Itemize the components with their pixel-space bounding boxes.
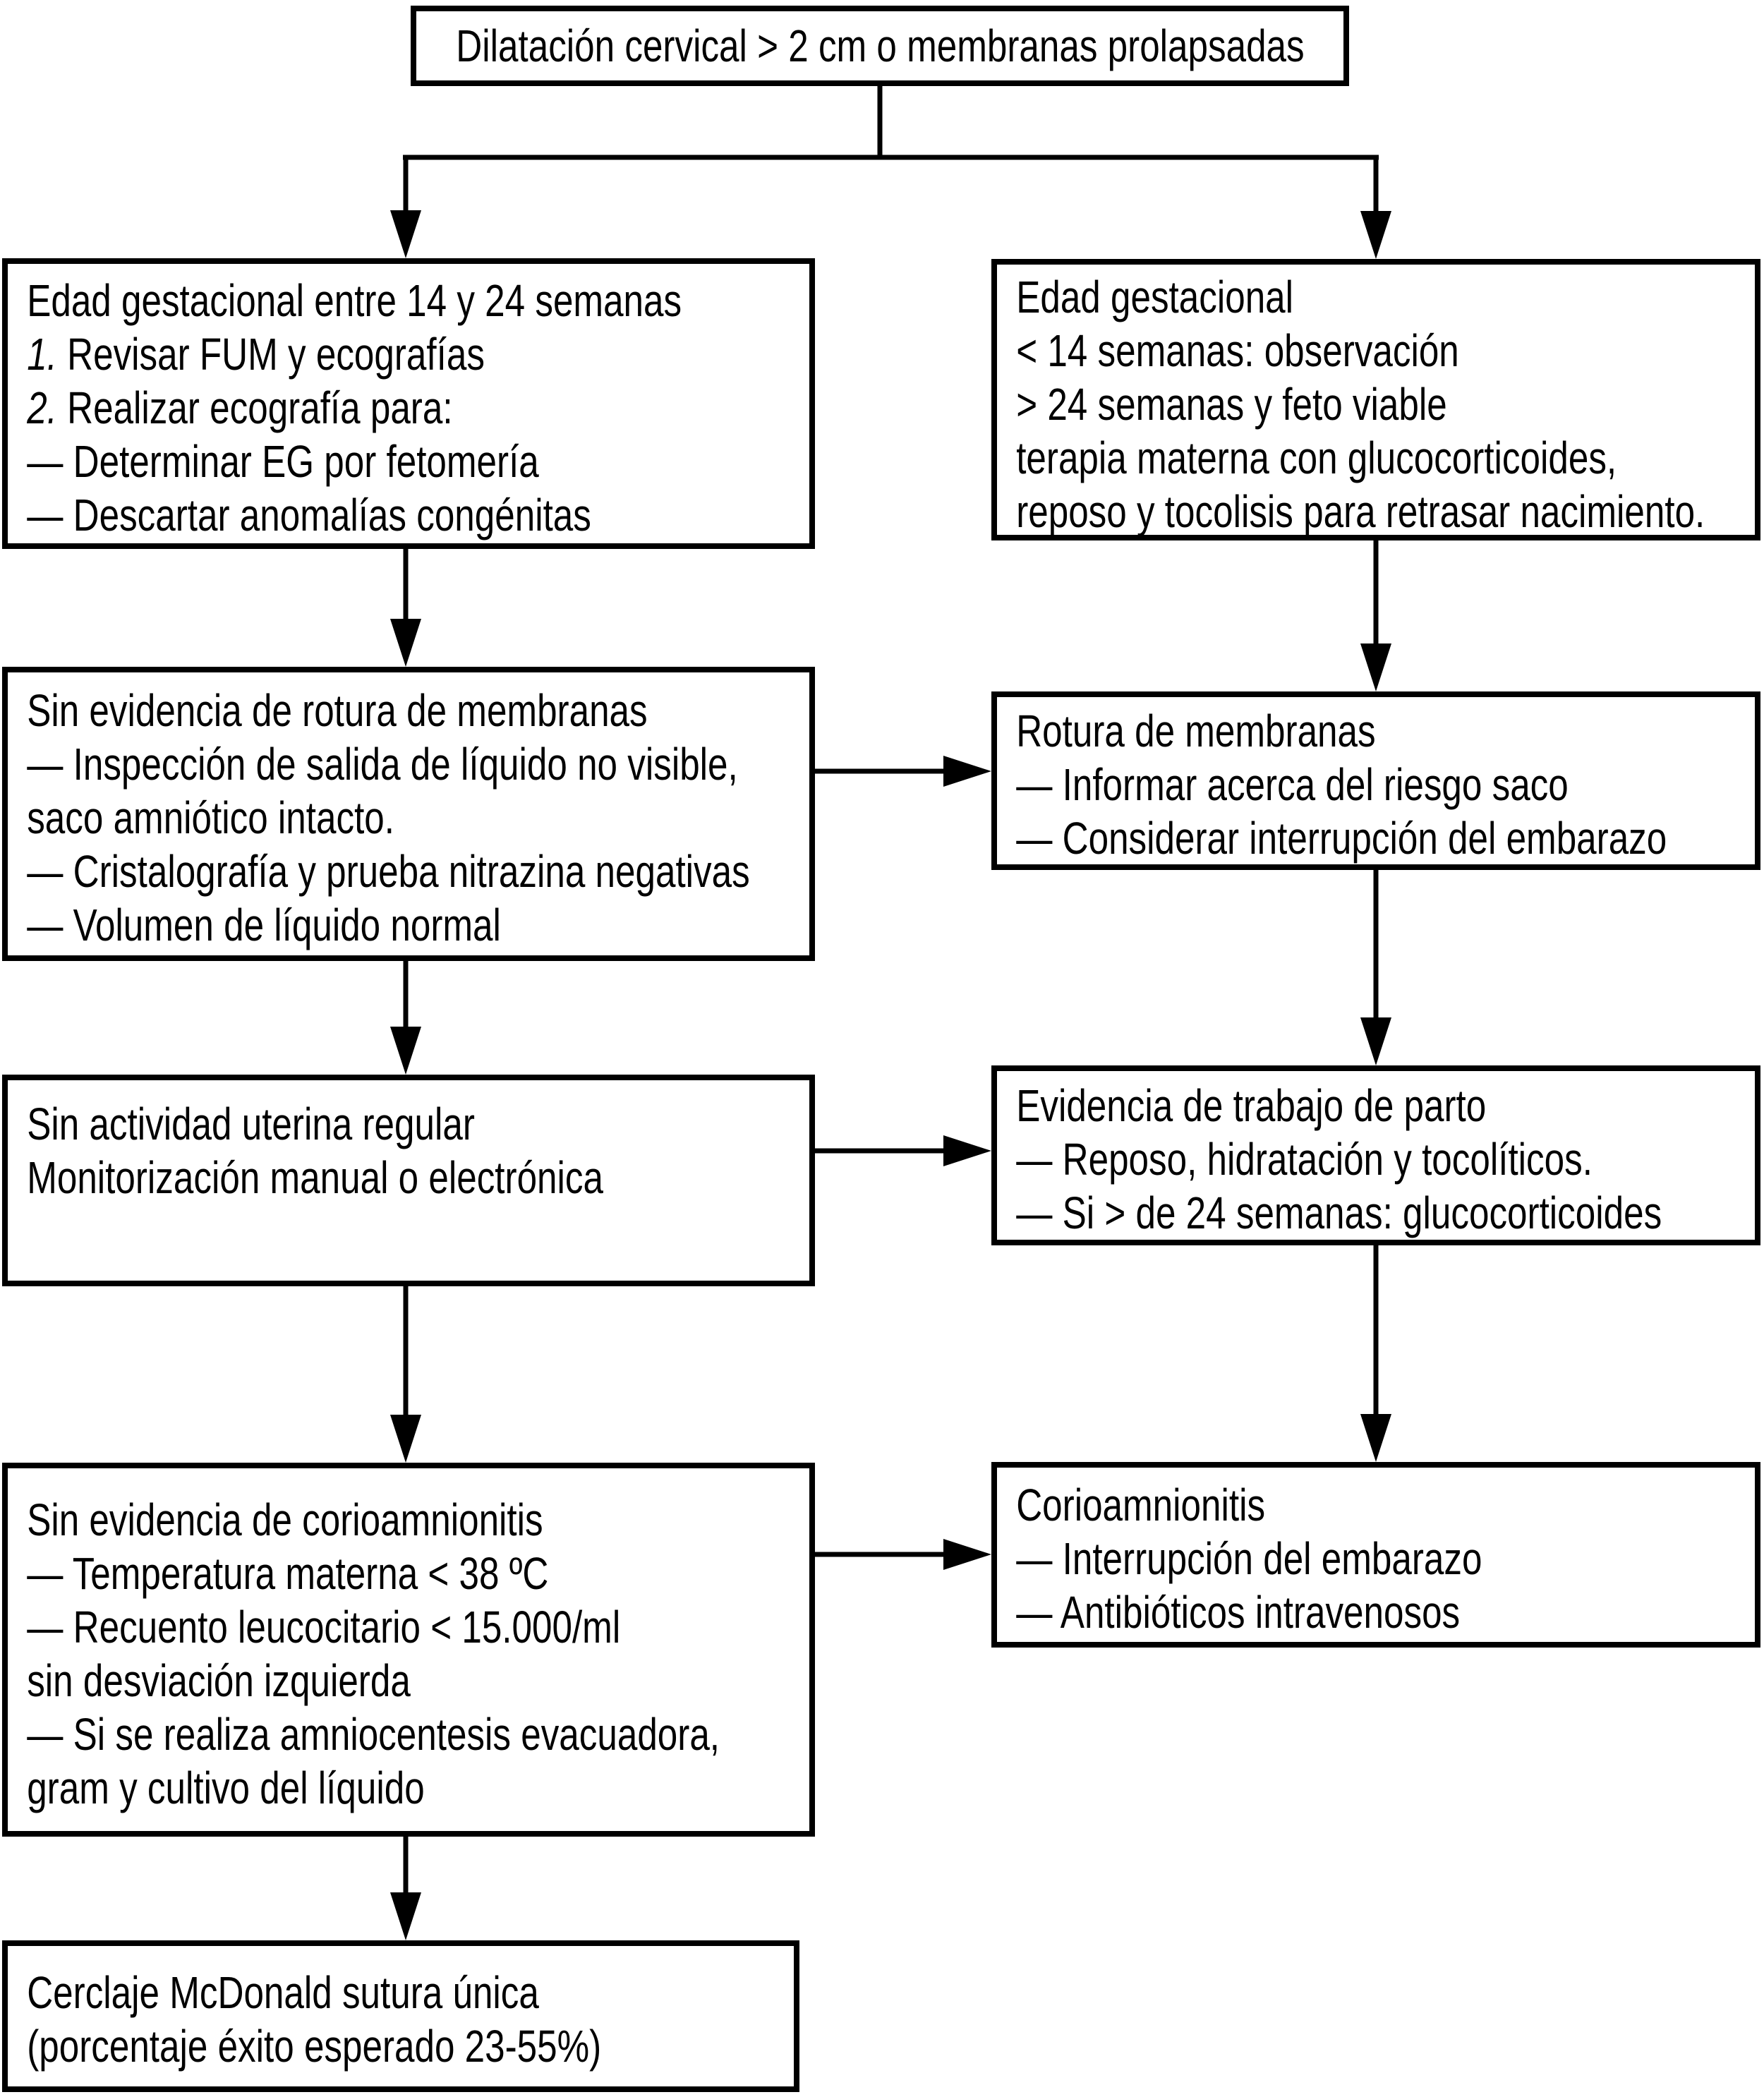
box-text-line: Dilatación cervical > 2 cm o membranas p… [455,20,1305,71]
box-text-line: saco amniótico intacto. [27,792,394,843]
box-text-line: (porcentaje éxito esperado 23-55%) [27,2021,602,2072]
arrowhead-row4-cross [943,1539,991,1570]
arrowhead-to-left-1 [390,210,421,258]
box-text-line: — Si > de 24 semanas: glucocorticoides [1016,1188,1662,1238]
box-text-line: — Si se realiza amniocentesis evacuadora… [27,1709,720,1760]
box-membrane-rupture: Rotura de membranas— Informar acerca del… [991,691,1760,870]
box-no-membrane-rupture: Sin evidencia de rotura de membranas— In… [2,667,815,961]
box-text-line: terapia materna con glucocorticoides, [1016,433,1617,483]
arrowhead-to-right-1 [1360,211,1391,259]
box-text-line: Rotura de membranas [1016,706,1376,756]
arrowhead-row3-cross [943,1135,991,1166]
arrowhead-right-4 [1360,1414,1391,1462]
box-text-line: — Cristalografía y prueba nitrazina nega… [27,846,750,897]
box-text-line: Cerclaje McDonald sutura única [27,1967,539,2018]
arrowhead-left-3 [390,1027,421,1075]
box-text-line: 2. Realizar ecografía para: [27,382,453,433]
box-text-line: Evidencia de trabajo de parto [1016,1080,1487,1131]
box-labor-evidence: Evidencia de trabajo de parto— Reposo, h… [991,1065,1760,1245]
box-gestational-age-other: Edad gestacional< 14 semanas: observació… [991,259,1760,540]
box-cerclage-mcdonald: Cerclaje McDonald sutura única(porcentaj… [2,1940,799,2092]
box-text-line: — Determinar EG por fetomería [27,436,539,487]
box-text-line: Monitorización manual o electrónica [27,1152,603,1203]
box-cervical-dilation: Dilatación cervical > 2 cm o membranas p… [411,6,1349,86]
arrowhead-row2-cross [943,756,991,787]
box-text-line: — Volumen de líquido normal [27,900,501,950]
arrowhead-left-4 [390,1415,421,1463]
box-text-line: Sin evidencia de rotura de membranas [27,685,648,736]
box-text-line: — Informar acerca del riesgo saco [1016,759,1569,810]
box-text-line: gram y cultivo del líquido [27,1763,425,1813]
box-text-line: Sin actividad uterina regular [27,1099,475,1149]
box-text-line: Edad gestacional entre 14 y 24 semanas [27,275,682,326]
arrowhead-left-2 [390,619,421,667]
box-chorioamnionitis: Corioamnionitis— Interrupción del embara… [991,1462,1760,1648]
box-text-line: Edad gestacional [1016,272,1294,322]
box-text-line: Corioamnionitis [1016,1480,1266,1530]
box-text-line: — Temperatura materna < 38 ºC [27,1548,549,1599]
box-text-line: sin desviación izquierda [27,1655,411,1706]
box-text-line: — Considerar interrupción del embarazo [1016,813,1667,864]
arrowhead-right-2 [1360,643,1391,691]
box-text-line: — Reposo, hidratación y tocolíticos. [1016,1134,1593,1185]
box-text-line: — Inspección de salida de líquido no vis… [27,739,738,790]
box-text-line: < 14 semanas: observación [1016,325,1459,376]
box-text-line: — Antibióticos intravenosos [1016,1587,1461,1638]
box-text-line: — Descartar anomalías congénitas [27,490,591,540]
box-text-line: — Interrupción del embarazo [1016,1533,1482,1584]
arrowhead-bottom [390,1892,421,1940]
box-no-chorioamnionitis: Sin evidencia de corioamnionitis— Temper… [2,1463,815,1837]
box-text-line: 1. Revisar FUM y ecografías [27,329,485,380]
arrowhead-right-3 [1360,1017,1391,1065]
box-text-line: > 24 semanas y feto viable [1016,379,1447,430]
box-text-line: — Recuento leucocitario < 15.000/ml [27,1602,621,1652]
box-text-line: reposo y tocolisis para retrasar nacimie… [1016,486,1705,537]
box-text-line: Sin evidencia de corioamnionitis [27,1494,543,1545]
